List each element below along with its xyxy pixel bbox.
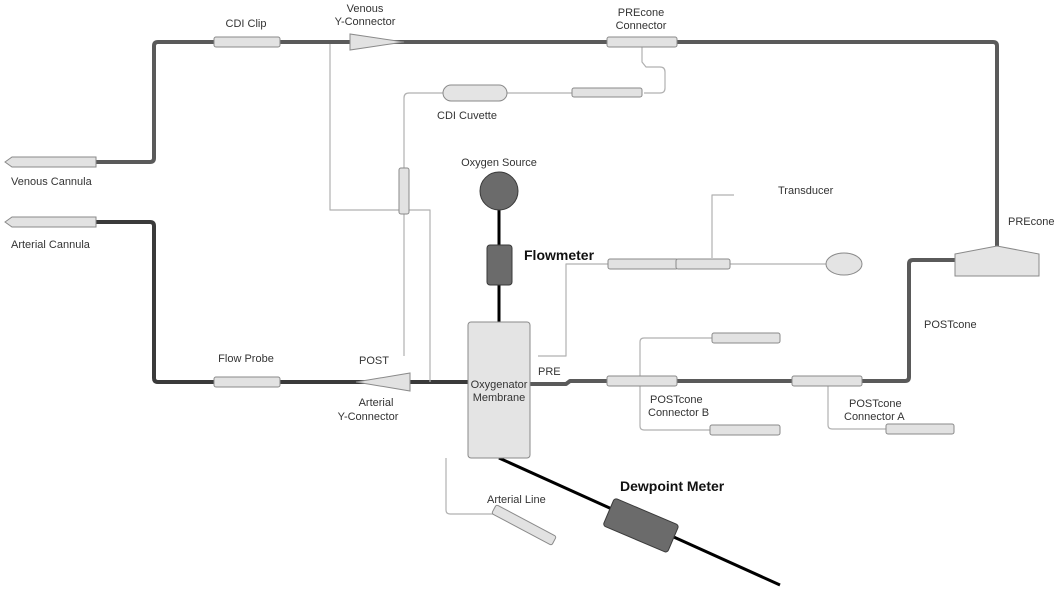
arterial-line-tube <box>445 458 498 515</box>
label-postcone-a-1: POSTcone <box>849 398 902 410</box>
label-post: POST <box>359 355 389 367</box>
dewpoint-meter <box>603 498 679 553</box>
label-transducer: Transducer <box>778 185 834 197</box>
oxygenator-membrane <box>467 321 531 459</box>
venous-y-connector <box>349 33 405 51</box>
label-cdi-cuvette: CDI Cuvette <box>437 110 497 122</box>
venous-cannula <box>4 156 97 168</box>
pressure-connector-2 <box>675 258 731 270</box>
postcone-connector-a <box>791 375 863 387</box>
postcone-a-lower-connector <box>885 423 955 435</box>
arterial-line-connector <box>491 504 557 546</box>
postcone-a-branch-line <box>827 381 900 430</box>
label-arterial-cannula: Arterial Cannula <box>11 239 91 251</box>
label-oxygenator-1: Oxygenator <box>471 379 528 391</box>
pre-oxygenator-tube <box>530 258 958 386</box>
arterial-supply-tube <box>95 220 468 384</box>
label-arterial-y-connector-1: Arterial <box>359 397 394 409</box>
oxygen-source <box>479 171 519 211</box>
cdi-clip <box>213 36 281 48</box>
cdi-cuvette <box>442 84 508 102</box>
label-venous-y-connector-2: Y-Connector <box>335 16 396 28</box>
label-postcone-a-2: Connector A <box>844 411 905 423</box>
label-postcone-b-2: Connector B <box>648 407 709 419</box>
pre-transducer-line <box>538 194 826 357</box>
label-cdi-clip: CDI Clip <box>226 18 267 30</box>
label-precone: PREcone <box>1008 216 1054 228</box>
postcone-b-branch-line <box>639 337 712 431</box>
label-venous-cannula: Venous Cannula <box>11 176 93 188</box>
cuvette-line-connector <box>571 87 643 98</box>
pressure-connector-1 <box>607 258 679 270</box>
label-pre: PRE <box>538 366 561 378</box>
label-postcone-b-1: POSTcone <box>650 394 703 406</box>
venous-return-tube <box>95 40 999 247</box>
label-oxygen-source: Oxygen Source <box>461 157 537 169</box>
postcone-connector-b <box>606 375 678 387</box>
flow-probe <box>213 376 281 388</box>
label-venous-y-connector-1: Venous <box>347 3 384 15</box>
label-arterial-y-connector-2: Y-Connector <box>338 411 399 423</box>
label-precone-connector-1: PREcone <box>618 7 664 19</box>
arterial-y-connector <box>355 372 411 392</box>
arterial-cannula <box>4 216 97 228</box>
label-postcone: POSTcone <box>924 319 977 331</box>
venous-sample-connector <box>398 167 410 215</box>
label-oxygenator-2: Membrane <box>473 392 526 404</box>
precone-chamber <box>954 245 1040 277</box>
postcone-b-lower-connector <box>709 424 781 436</box>
transducer-bulb <box>825 252 863 276</box>
label-precone-connector-2: Connector <box>616 20 667 32</box>
venous-sample-line <box>329 44 431 382</box>
precone-connector <box>606 36 678 48</box>
label-dewpoint-meter: Dewpoint Meter <box>620 478 725 494</box>
postcone-b-upper-connector <box>711 332 781 344</box>
label-flowmeter: Flowmeter <box>524 247 595 263</box>
flowmeter <box>486 244 513 286</box>
label-arterial-line: Arterial Line <box>487 494 546 506</box>
label-flow-probe: Flow Probe <box>218 353 274 365</box>
